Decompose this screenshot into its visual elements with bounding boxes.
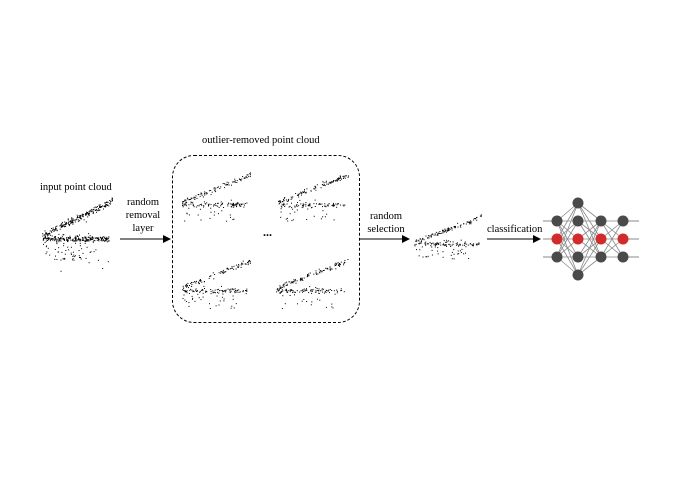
- outlier-cloud-top-right: [278, 175, 349, 222]
- network-node-active: [595, 233, 607, 245]
- outlier-cloud-bottom-right: [276, 259, 349, 309]
- network-edge: [577, 238, 602, 276]
- selected-point-cloud: [414, 214, 482, 260]
- network-node: [572, 269, 584, 281]
- network-node: [551, 251, 563, 263]
- network-node: [572, 251, 584, 263]
- network-edge: [577, 220, 602, 258]
- outlier-removed-box: [172, 155, 360, 323]
- ellipsis: ...: [263, 225, 272, 239]
- network-node: [551, 215, 563, 227]
- outlier-cloud-bottom-left: [182, 260, 251, 309]
- outlier-title: outlier-removed point cloud: [202, 135, 320, 146]
- network-edge: [600, 220, 624, 258]
- network-node: [617, 251, 629, 263]
- removal-label-line3: layer: [132, 223, 154, 234]
- outlier-cloud-top-left: [182, 172, 251, 222]
- network-node: [572, 215, 584, 227]
- selection-label-line1: random: [369, 211, 403, 222]
- point-clouds: [42, 172, 482, 309]
- removal-label-line1: random: [126, 197, 160, 208]
- network-node: [617, 215, 629, 227]
- network-edge: [577, 220, 602, 276]
- network-edge: [556, 202, 579, 258]
- classification-label: classification: [487, 224, 543, 235]
- removal-label: random removal layer: [118, 197, 168, 235]
- network-node-active: [617, 233, 629, 245]
- network-node-active: [572, 233, 584, 245]
- network-edge: [556, 202, 579, 240]
- selection-label: random selection: [358, 211, 414, 236]
- network-node: [595, 215, 607, 227]
- removal-label-line2: removal: [125, 210, 161, 221]
- network-node: [572, 197, 584, 209]
- neural-network-icon: [543, 197, 639, 281]
- network-node-active: [551, 233, 563, 245]
- input-point-cloud: [42, 197, 113, 272]
- network-edge: [556, 220, 579, 258]
- input-label: input point cloud: [40, 182, 112, 193]
- network-node: [595, 251, 607, 263]
- selection-label-line2: selection: [367, 224, 405, 235]
